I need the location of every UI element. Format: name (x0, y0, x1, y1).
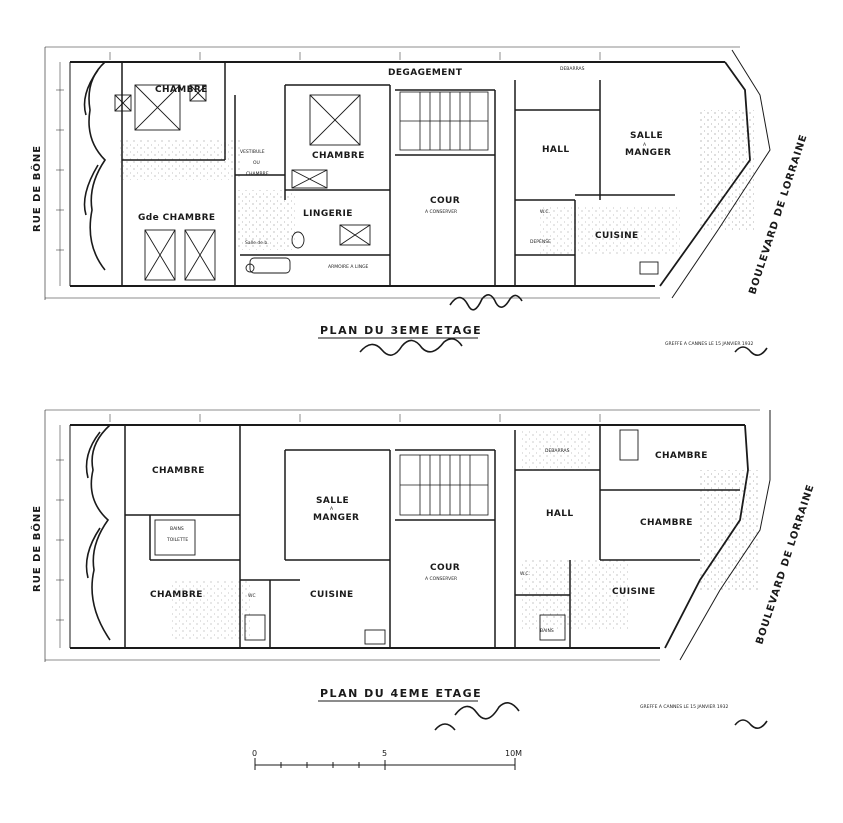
plan-title-bottom: PLAN DU 4EME ETAGE (320, 687, 482, 700)
room-label-debarras: DEBARRAS (560, 66, 585, 72)
staircase (399, 91, 489, 151)
outer-walls (44, 46, 771, 300)
room-label-manger: MANGER (625, 148, 671, 158)
room-label-wc-right: W.C. (520, 571, 530, 577)
room-label-ou: OU (253, 160, 260, 166)
room-label-chambre-mid: CHAMBRE (312, 151, 365, 161)
dimension-lines-bottom (56, 414, 601, 648)
room-label-cuisine: CUISINE (310, 590, 354, 600)
bay-windows-left (83, 61, 107, 271)
room-label-a: A (330, 506, 334, 512)
room-label-chambre-left-top: CHAMBRE (152, 466, 205, 476)
street-label-left-top: RUE DE BÔNE (30, 145, 43, 232)
street-labels: RUE DE BÔNE RUE DE BÔNE BOULEVARD DE LOR… (30, 133, 817, 646)
plan-bottom-labels: CHAMBRE BAINS TOILETTE CHAMBRE SALLE A M… (150, 448, 708, 634)
plan-top-labels: CHAMBRE Gde CHAMBRE DEGAGEMENT VESTIBULE… (138, 66, 671, 270)
plan-top-3eme-etage (44, 46, 771, 300)
room-label-salle-de-bain: Salle de b. (245, 240, 269, 246)
room-label-salle: SALLE (316, 496, 349, 506)
bay-windows-left-bottom (85, 424, 111, 641)
outer-walls-bottom (44, 409, 771, 662)
room-label-degagement: DEGAGEMENT (388, 68, 463, 78)
room-label-chambre-right-top: CHAMBRE (655, 451, 708, 461)
plan-bottom-note: GREFFE A CANNES LE 15 JANVIER 1932 (640, 704, 729, 710)
room-label-bains: BAINS (170, 526, 184, 532)
signatures (359, 294, 768, 731)
room-label-bains-right: BAINS (540, 628, 554, 634)
room-label-hall: HALL (542, 145, 570, 155)
plan-bottom-4eme-etage (44, 409, 771, 662)
scale-label-0: 0 (252, 749, 257, 758)
room-label-armoire: ARMOIRE A LINGE (328, 264, 369, 270)
room-label-chambre-right-mid: CHAMBRE (640, 518, 693, 528)
room-label-debarras: DEBARRAS (545, 448, 570, 454)
room-label-small-chambre: CHAMBRE (246, 171, 269, 177)
fixtures-bottom (154, 429, 639, 645)
room-label-cuisine: CUISINE (595, 231, 639, 241)
room-label-vestibule: VESTIBULE (240, 149, 265, 155)
room-label-cour-sub: A CONSERVER (425, 209, 457, 215)
plan-title-top: PLAN DU 3EME ETAGE (320, 324, 482, 337)
interior-walls-bottom (124, 425, 740, 648)
plan-top-note: GREFFE A CANNES LE 15 JANVIER 1932 (665, 341, 754, 347)
room-label-chambre-left-bottom: CHAMBRE (150, 590, 203, 600)
scale-bar (254, 758, 516, 770)
staircase-bottom (399, 454, 489, 516)
room-label-cour-sub: A CONSERVER (425, 576, 457, 582)
street-label-right-top: BOULEVARD DE LORRAINE (747, 133, 809, 296)
closets (114, 84, 371, 281)
room-label-wc: W.C. (540, 209, 550, 215)
scale-label-5: 5 (382, 749, 387, 758)
room-label-toilette: TOILETTE (166, 537, 188, 543)
scale-label-10m: 10M (505, 749, 522, 758)
street-label-left-bottom: RUE DE BÔNE (30, 505, 43, 592)
room-label-lingerie: LINGERIE (303, 209, 353, 219)
room-label-wc: WC (248, 593, 256, 599)
room-label-grande-chambre: Gde CHAMBRE (138, 213, 215, 223)
room-label-chambre: CHAMBRE (155, 85, 208, 95)
room-label-cuisine-right: CUISINE (612, 587, 656, 597)
room-label-a: A (643, 142, 647, 148)
dimension-lines (56, 52, 601, 286)
room-label-hall: HALL (546, 509, 574, 519)
street-label-right-bottom: BOULEVARD DE LORRAINE (754, 483, 816, 646)
interior-walls (121, 62, 675, 286)
room-label-cour: COUR (430, 196, 460, 206)
room-label-depense: DEPENSE (530, 239, 551, 245)
room-label-salle: SALLE (630, 131, 663, 141)
room-label-manger: MANGER (313, 513, 359, 523)
room-label-cour: COUR (430, 563, 460, 573)
